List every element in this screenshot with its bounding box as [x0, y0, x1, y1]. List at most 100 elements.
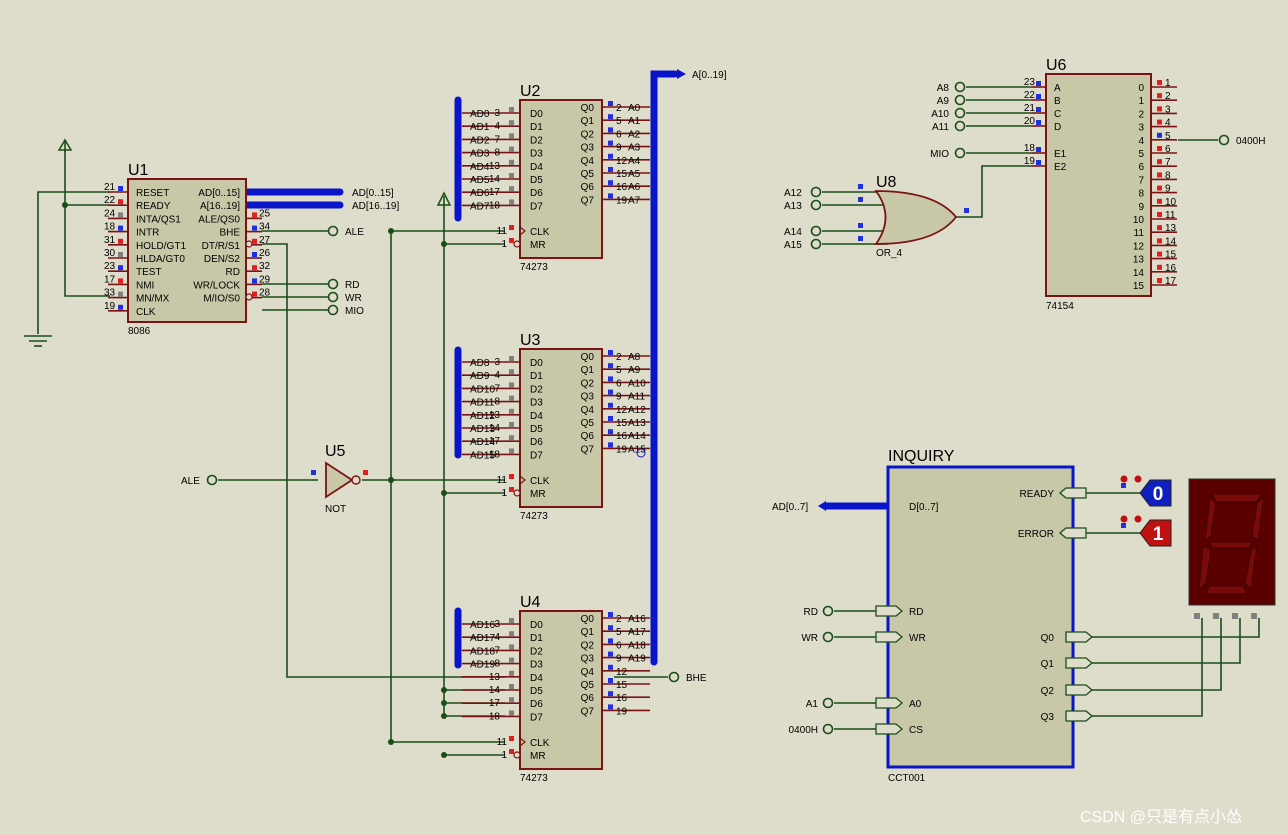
u1-pin-name: INTR: [136, 228, 159, 239]
latch-input-net: AD5: [470, 175, 490, 186]
or-gate-body: [874, 190, 958, 245]
pin-state-marker: [509, 710, 514, 716]
u5-not-gate[interactable]: [206, 461, 395, 499]
u6-pin-num: 1: [1165, 78, 1171, 89]
u6-pin-num: 13: [1165, 223, 1177, 234]
u6-body: [1045, 73, 1152, 297]
latch-pin-name: Q0: [581, 614, 595, 625]
latch-pin-num: 15: [616, 418, 628, 429]
inquiry-input-label: RD: [804, 607, 818, 618]
seven-seg-pin: [1251, 613, 1257, 619]
u6-74154-chip[interactable]: U674154A823AA922BA1021CA1120DMIO18E119E2…: [930, 57, 1230, 312]
latch-pin-num: 3: [494, 357, 500, 368]
seven-seg-segment: [1208, 541, 1254, 549]
logic-state-indicators[interactable]: 01: [1120, 475, 1172, 547]
pin-state-marker: [509, 448, 514, 454]
u1-pin-name: NMI: [136, 280, 154, 291]
u1-pin-name: DEN/S2: [204, 254, 241, 265]
pin-state-marker: [509, 422, 514, 427]
pin-state-marker: [1157, 264, 1162, 270]
pin-state-marker: [118, 212, 123, 218]
u6-input-terminal: [954, 94, 966, 106]
latch-input-net: AD14: [470, 437, 495, 448]
latch-pin-num: 12: [616, 405, 628, 416]
latch-input-net: AD6: [470, 188, 490, 199]
u6-input-label: A11: [932, 122, 949, 133]
u1-pin-name: RESET: [136, 188, 169, 199]
u1-pin-num: 17: [104, 274, 116, 285]
pin-state-marker: [311, 470, 316, 475]
u8-part: OR_4: [876, 248, 903, 259]
latch-input-net: AD12: [470, 411, 495, 422]
pin-state-marker: [608, 193, 613, 199]
inquiry-pin-name: WR: [909, 633, 926, 644]
seven-seg-segment: [1204, 495, 1217, 542]
pin-state-marker: [118, 304, 123, 310]
u6-pin-name: 11: [1134, 228, 1145, 239]
latch-pin-num: 18: [489, 449, 501, 460]
latch-output-net: A1: [628, 116, 641, 127]
u6-pin-num: 5: [1165, 131, 1171, 142]
u6-pin-num: 3: [1165, 104, 1171, 115]
latch-pin-name: D0: [530, 620, 543, 631]
pin-state-marker: [608, 376, 613, 382]
pin-state-marker: [608, 678, 613, 683]
pin-state-marker: [509, 186, 514, 192]
u1-pin-name: BHE: [219, 228, 240, 239]
u1-8086-chip[interactable]: U1808621RESET22READY24INTA/QS118INTR31HO…: [104, 162, 364, 337]
u8-ref: U8: [876, 174, 897, 191]
u6-pin-num: 9: [1165, 184, 1171, 195]
pin-state-marker: [1121, 483, 1126, 488]
inversion-bubble: [513, 240, 521, 248]
pin-state-marker: [608, 350, 613, 355]
logic-state-value: 1: [1153, 524, 1164, 545]
u1-pin-num: 26: [259, 248, 271, 259]
latch-pin-num: 17: [489, 187, 501, 198]
latch-pin-num: 5: [616, 116, 622, 127]
bus-tap-marker: [636, 448, 646, 458]
latch-pin-num: 14: [489, 685, 501, 696]
u6-pin-num: 19: [1024, 156, 1036, 167]
seven-seg-segment: [1198, 545, 1212, 592]
latch-input-net: AD1: [470, 122, 490, 133]
inquiry-input-label: A1: [806, 699, 819, 710]
latch-input-net: AD8: [470, 358, 490, 369]
u6-pin-name: 0: [1138, 83, 1144, 94]
latch-pin-name: D5: [530, 686, 543, 697]
latch-pin-num: 13: [489, 161, 501, 172]
latch-input-net: AD17: [470, 633, 495, 644]
u1-pin-name: A[16..19]: [200, 201, 240, 212]
inquiry-pin-name: Q2: [1041, 686, 1055, 697]
pin-state-marker: [252, 278, 257, 284]
clock-edge-icon: [519, 226, 526, 236]
pin-state-marker: [509, 225, 514, 230]
u1-terminal-label: MIO: [345, 306, 364, 317]
latch-pin-name: Q7: [581, 444, 595, 455]
u1-pin-num: 32: [259, 261, 271, 272]
pin-state-marker: [252, 291, 257, 297]
latch-part: 74273: [520, 262, 548, 273]
latch-pin-name: Q4: [581, 156, 595, 167]
latch-pin-name: Q4: [581, 405, 595, 416]
latch-pin-num: 14: [489, 423, 501, 434]
latch-pin-name: D1: [530, 122, 543, 133]
seven-seg-segment: [1211, 493, 1263, 503]
pin-state-marker: [509, 408, 514, 414]
latch-output-net: A17: [628, 627, 646, 638]
latch-pin-name: Q5: [581, 169, 595, 180]
latch-pin-num: 7: [494, 645, 500, 656]
inversion-bubble: [245, 293, 253, 301]
u1-pin-num: 21: [104, 182, 116, 193]
pin-state-marker: [608, 612, 613, 617]
inquiry-part: CCT001: [888, 773, 926, 784]
pin-state-marker: [509, 644, 514, 650]
u1-pin-name: CLK: [136, 307, 156, 318]
latch-pin-num: 7: [494, 383, 500, 394]
inquiry-pin-name: D[0..7]: [909, 502, 939, 513]
